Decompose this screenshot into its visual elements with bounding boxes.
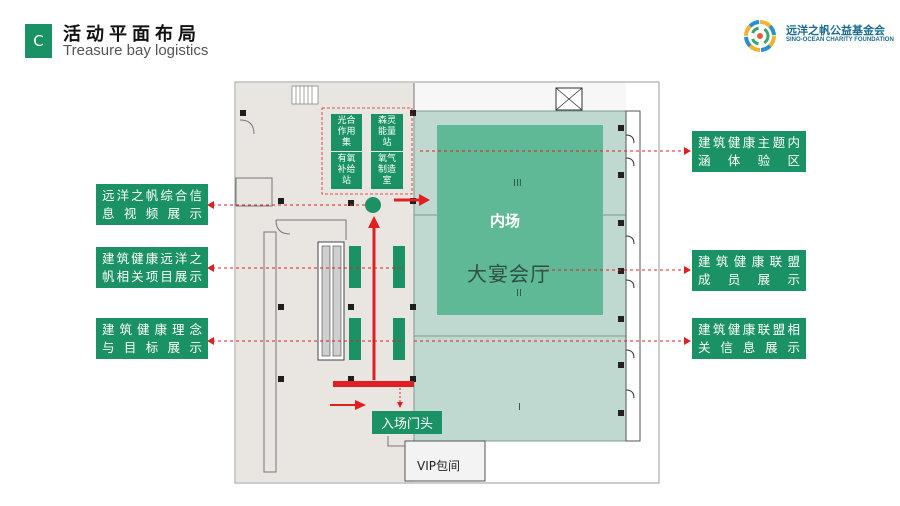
station-photosynthesis: 光合作用集 bbox=[331, 114, 362, 151]
corridor-walls bbox=[235, 83, 415, 473]
callout-line: 关信息展示 bbox=[698, 340, 800, 355]
hall-section-label: III bbox=[513, 178, 522, 189]
inner-field-label: 内场 bbox=[490, 212, 521, 230]
callout-line: 建筑健康联盟相 bbox=[698, 322, 800, 337]
stairwell bbox=[291, 85, 319, 105]
video-screen-marker bbox=[365, 197, 381, 213]
callout-line: 成员展示 bbox=[698, 272, 800, 287]
page-title: 活动平面布局 bbox=[63, 24, 201, 45]
callout-concept-display: 建筑健康理念 与目标展示 bbox=[96, 318, 208, 359]
hall-section-label: I bbox=[518, 402, 521, 413]
entrance-label: 入场门头 bbox=[372, 411, 442, 434]
station-label: 氧气制造室 bbox=[377, 154, 396, 186]
callout-line: 建筑健康主题内 bbox=[698, 135, 800, 150]
station-oxygen-room: 氧气制造室 bbox=[371, 152, 403, 189]
logo-name: 远洋之帆公益基金会 bbox=[786, 24, 885, 37]
upper-service-area bbox=[414, 83, 626, 111]
station-label: 有氧补给站 bbox=[337, 154, 356, 186]
hall-section-label: II bbox=[516, 288, 522, 299]
station-label: 森灵能量站 bbox=[377, 116, 396, 148]
entrance-bar bbox=[333, 381, 414, 387]
display-boards bbox=[349, 246, 405, 360]
escalator bbox=[317, 241, 345, 361]
station-forest-energy: 森灵能量站 bbox=[371, 114, 403, 151]
callout-video-display: 远洋之帆综合信 息视频展示 bbox=[96, 184, 208, 225]
section-badge: C bbox=[25, 24, 52, 58]
callout-line: 远洋之帆综合信 bbox=[102, 188, 202, 203]
callout-line: 建筑健康远洋之 bbox=[102, 251, 202, 266]
callout-line: 建筑健康联盟 bbox=[698, 254, 800, 269]
callout-line: 与目标展示 bbox=[102, 340, 202, 355]
vip-room-label: VIP包间 bbox=[417, 459, 460, 473]
logo-english-name: SINO-OCEAN CHARITY FOUNDATION bbox=[786, 37, 894, 43]
inner-field bbox=[437, 125, 603, 315]
vip-room-area bbox=[404, 440, 486, 482]
callout-line: 息视频展示 bbox=[102, 206, 202, 221]
station-label: 光合作用集 bbox=[337, 116, 356, 148]
route-arrows bbox=[330, 194, 430, 410]
callout-project-display: 建筑健康远洋之 帆相关项目展示 bbox=[96, 247, 208, 288]
callout-line: 涵体验区 bbox=[698, 153, 800, 168]
callout-alliance-info: 建筑健康联盟相 关信息展示 bbox=[692, 318, 806, 359]
foundation-logo bbox=[744, 20, 776, 52]
station-aerobic-supply: 有氧补给站 bbox=[331, 152, 362, 189]
logo-mark-icon bbox=[744, 20, 776, 52]
leader-arrowheads bbox=[207, 147, 691, 345]
east-wall bbox=[625, 110, 641, 442]
experience-zone-outline bbox=[321, 107, 413, 195]
callout-line: 帆相关项目展示 bbox=[102, 269, 202, 284]
callout-alliance-members: 建筑健康联盟 成员展示 bbox=[692, 250, 806, 291]
page-subtitle: Treasure bay logistics bbox=[63, 42, 209, 59]
leader-lines bbox=[212, 150, 686, 342]
banquet-hall-label: 大宴会厅 bbox=[467, 262, 551, 286]
callout-line: 建筑健康理念 bbox=[102, 322, 202, 337]
east-wall-columns bbox=[618, 125, 624, 416]
east-wall-doors bbox=[625, 134, 635, 399]
callout-experience-zone: 建筑健康主题内 涵体验区 bbox=[692, 131, 806, 172]
